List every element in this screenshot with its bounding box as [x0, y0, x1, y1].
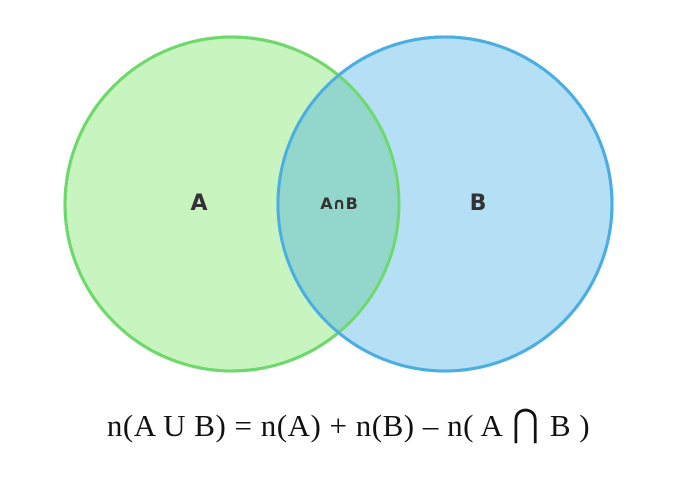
formula-left: n(A U B) = n(A) + n(B) – n( A	[106, 408, 510, 443]
venn-diagram: A B A∩B	[63, 35, 614, 373]
set-b-outline	[276, 35, 614, 373]
set-b-label: B	[470, 191, 487, 216]
intersection-region	[278, 37, 399, 371]
set-a-label: A	[190, 191, 207, 216]
union-formula: n(A U B) = n(A) + n(B) – n( A ⋂ B )	[0, 404, 697, 444]
formula-right: B )	[541, 408, 591, 443]
intersection-symbol: ⋂	[512, 401, 540, 445]
set-a-outline	[63, 35, 401, 373]
intersection-label: A∩B	[320, 194, 358, 213]
